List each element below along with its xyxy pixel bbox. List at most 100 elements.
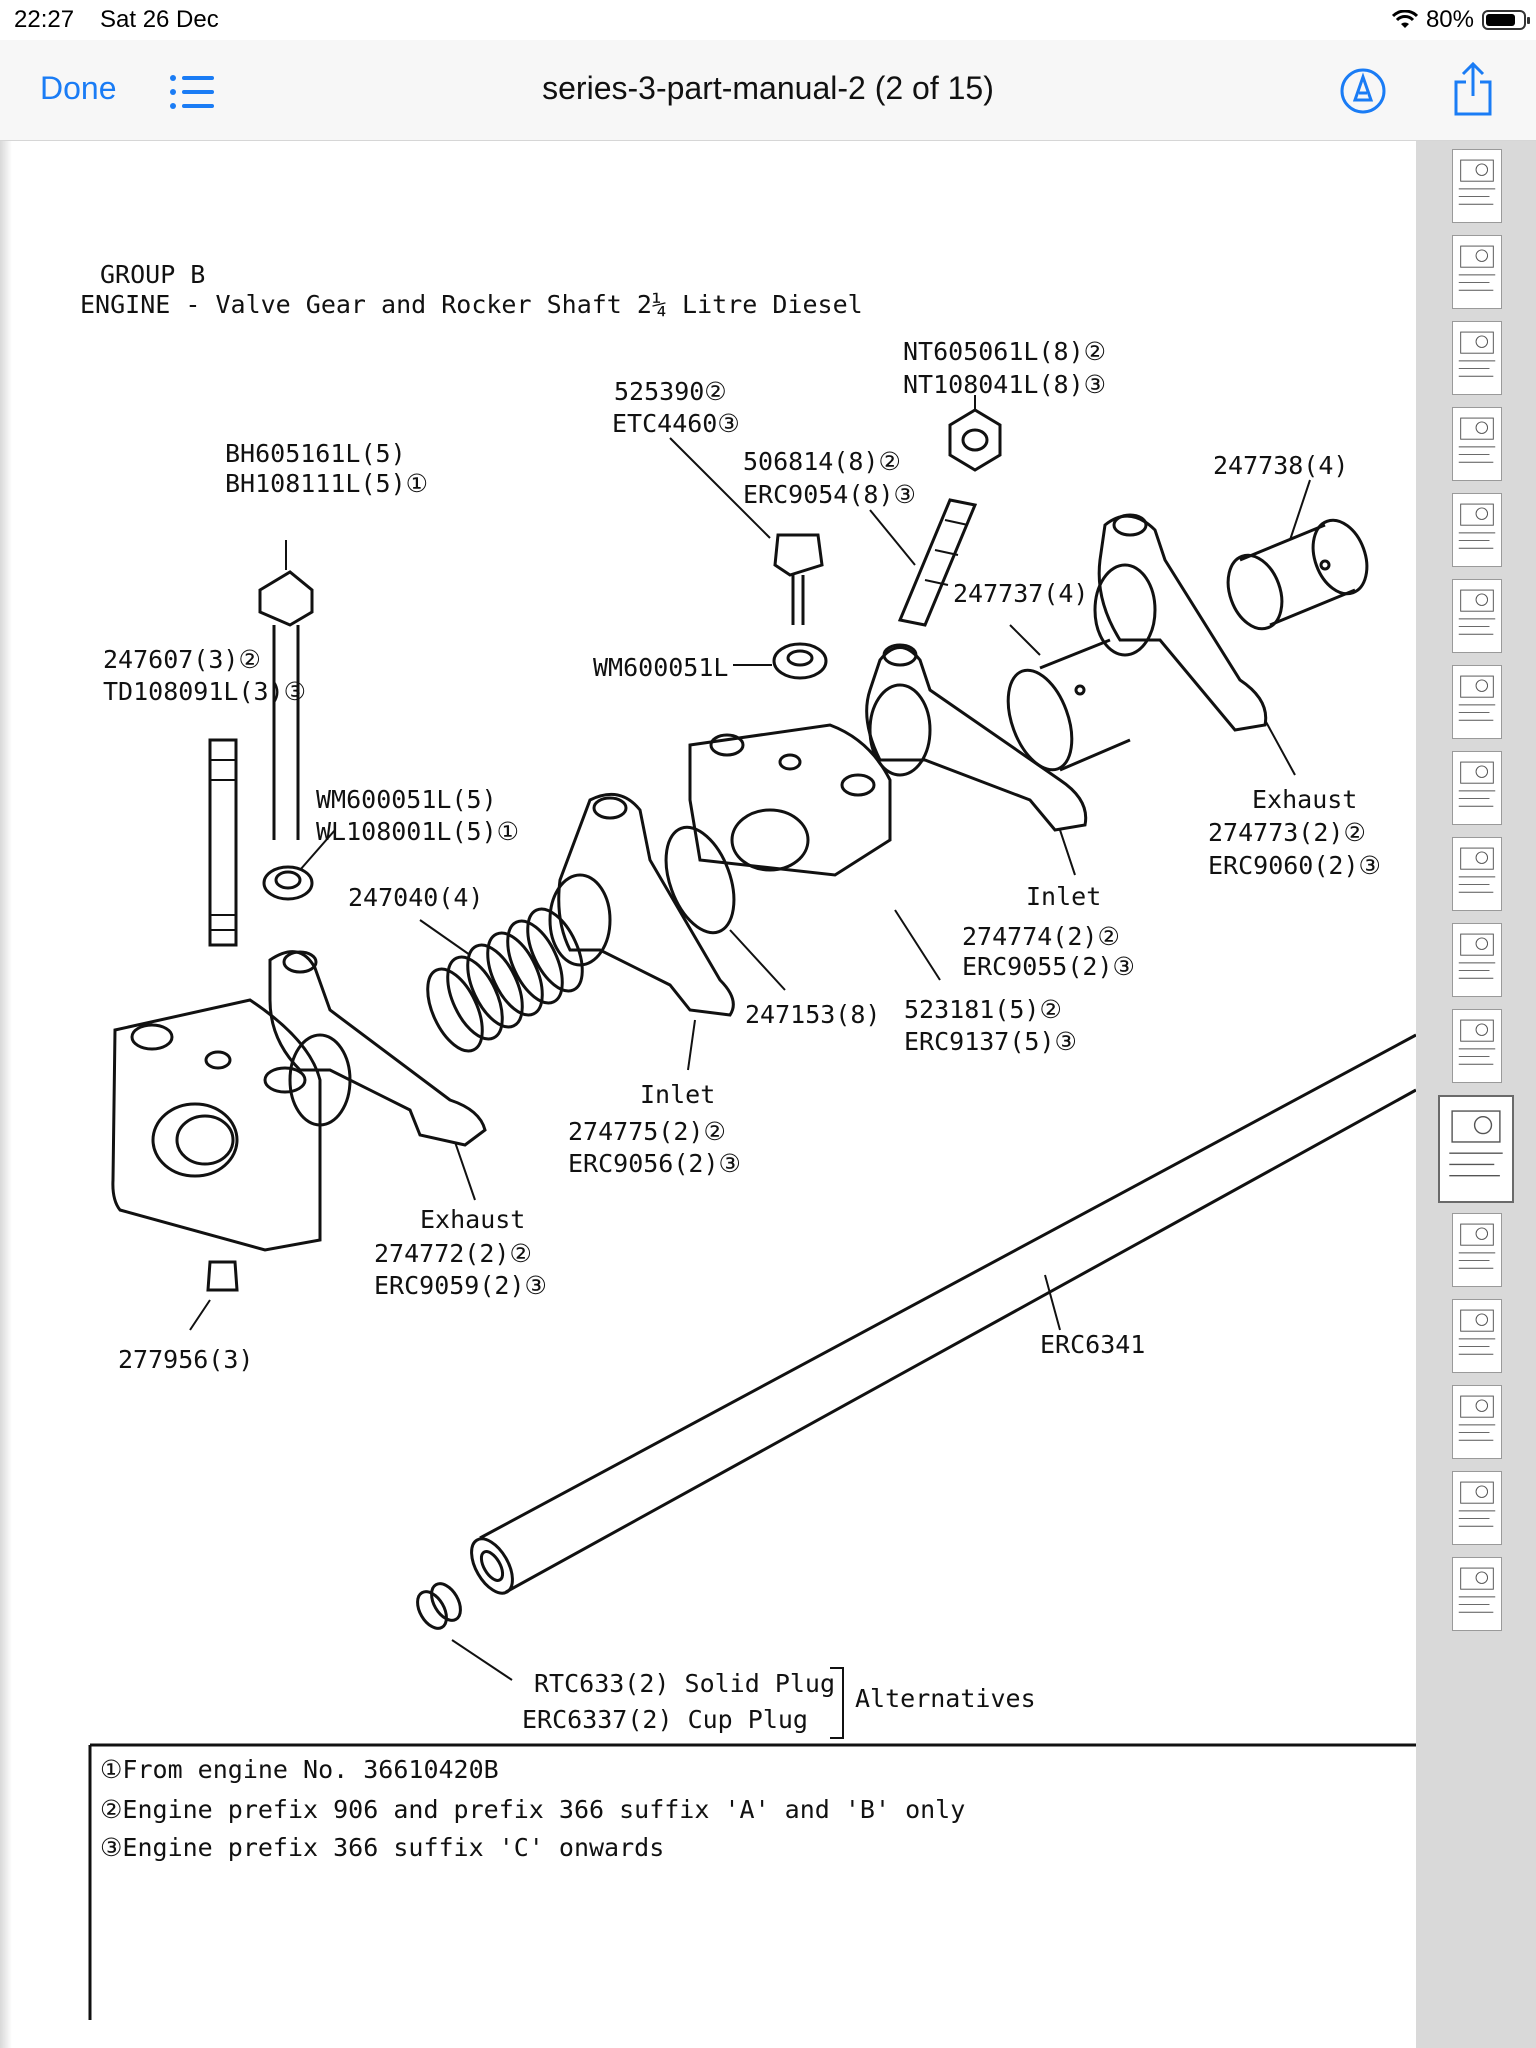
left-washer <box>262 829 336 901</box>
spacer-247737-label: 247737(4) <box>953 579 1088 608</box>
solid-plug <box>416 1582 513 1681</box>
parts-diagram: GROUP B ENGINE - Valve Gear and Rocker S… <box>80 260 1416 2020</box>
thumbnail-sketch <box>1458 1019 1496 1065</box>
status-date: Sat 26 Dec <box>100 6 219 33</box>
exhaust-right-title: Exhaust <box>1252 785 1357 814</box>
thumbnail-page[interactable] <box>1452 493 1502 567</box>
inlet-left-label-1: 274775(2)② <box>568 1117 726 1146</box>
thumbnail-sketch <box>1458 589 1496 635</box>
center-inlet-rocker <box>548 792 735 1071</box>
thumbnail-sketch <box>1458 417 1496 463</box>
list-icon[interactable] <box>168 72 216 112</box>
document-title: series-3-part-manual-2 (2 of 15) <box>542 70 994 106</box>
thumbnail-sketch <box>1458 675 1496 721</box>
inlet-left-label-2: ERC9056(2)③ <box>568 1149 741 1178</box>
center-pedestal <box>688 723 941 981</box>
thumbnail-page[interactable] <box>1452 1385 1502 1459</box>
thumbnail-sketch <box>1458 761 1496 807</box>
thumbnail-sketch <box>1458 1481 1496 1527</box>
exhaust-left-title: Exhaust <box>420 1205 525 1234</box>
alternatives-label: Alternatives <box>855 1684 1036 1713</box>
page-shadow <box>0 141 12 2048</box>
note-1: ①From engine No. 36610420B <box>100 1755 499 1784</box>
document-page[interactable]: GROUP B ENGINE - Valve Gear and Rocker S… <box>0 141 1416 2048</box>
thumbnail-page[interactable] <box>1452 1299 1502 1373</box>
inlet-right-label-1: 274774(2)② <box>962 922 1120 951</box>
nav-bar: Done series-3-part-manual-2 (2 of 15) <box>0 40 1536 141</box>
battery-icon <box>1482 10 1530 30</box>
done-button[interactable]: Done <box>40 70 117 106</box>
cup-plug-label: ERC6337(2) Cup Plug <box>522 1705 808 1734</box>
thumbnail-sketch <box>1458 331 1496 377</box>
thumbnail-page[interactable] <box>1452 751 1502 825</box>
thumbnail-page[interactable] <box>1452 837 1502 911</box>
center-washer <box>733 642 828 680</box>
thumbnail-page[interactable] <box>1452 579 1502 653</box>
adjuster-label-1: 506814(8)② <box>743 447 901 476</box>
status-time: 22:27 <box>14 6 75 33</box>
thumbnail-sketch <box>1458 1309 1496 1355</box>
group-label: GROUP B <box>100 260 205 289</box>
thumbnail-sketch <box>1458 1395 1496 1441</box>
washer-247153-label: 247153(8) <box>745 1000 880 1029</box>
spacer-247737 <box>1006 624 1131 772</box>
share-icon[interactable] <box>1448 60 1498 118</box>
note-3: ③Engine prefix 366 suffix 'C' onwards <box>100 1833 664 1862</box>
small-plug-label: 277956(3) <box>118 1345 253 1374</box>
note-2: ②Engine prefix 906 and prefix 366 suffix… <box>100 1795 965 1824</box>
adjuster-label-2: ERC9054(8)③ <box>743 480 916 509</box>
thrust-washer <box>664 825 786 991</box>
thumbnail-page[interactable] <box>1452 149 1502 223</box>
adjuster-screw <box>869 498 978 627</box>
spring-label: 247040(4) <box>348 883 483 912</box>
thumbnail-page[interactable] <box>1452 407 1502 481</box>
stud-label-2: TD108091L(3)③ <box>103 677 306 706</box>
thumbnail-page[interactable] <box>1452 1557 1502 1631</box>
inlet-left-title: Inlet <box>640 1080 715 1109</box>
bolt <box>258 540 314 840</box>
left-pedestal <box>111 998 322 1252</box>
bolt-label-2: BH108111L(5)① <box>225 469 428 498</box>
inlet-right-title: Inlet <box>1026 882 1101 911</box>
stud-label-1: 247607(3)② <box>103 645 261 674</box>
battery-percent: 80% <box>1425 6 1474 33</box>
status-right: 80% <box>1391 6 1530 34</box>
nut-label-1: NT605061L(8)② <box>903 337 1106 366</box>
locating-screw <box>669 437 824 625</box>
thumbnail-sketch <box>1458 159 1496 205</box>
right-exhaust-rocker <box>1093 513 1296 776</box>
thumbnail-page[interactable] <box>1452 235 1502 309</box>
screw-label-1: 525390② <box>614 377 727 406</box>
rocker-shaft <box>470 1033 1416 1595</box>
washer-left-label-1: WM600051L(5) <box>316 785 497 814</box>
markup-pen-icon[interactable] <box>1338 66 1388 116</box>
inlet-right-label-2: ERC9055(2)③ <box>962 952 1135 981</box>
thumbnail-page[interactable] <box>1452 665 1502 739</box>
thumbnail-page[interactable] <box>1452 1009 1502 1083</box>
battery-fill <box>1486 14 1515 26</box>
pedestal-label-2: ERC9137(5)③ <box>904 1027 1077 1056</box>
left-exhaust-rocker <box>268 950 487 1201</box>
thumbnail-page-active[interactable] <box>1438 1095 1514 1203</box>
thumbnail-page[interactable] <box>1452 321 1502 395</box>
thumbnail-rail <box>1416 141 1536 2048</box>
right-inlet-rocker <box>865 643 1088 876</box>
stud <box>208 738 238 947</box>
status-bar: 22:27 Sat 26 Dec 80% <box>0 0 1536 40</box>
pedestal-label-1: 523181(5)② <box>904 995 1062 1024</box>
nut <box>948 395 1002 472</box>
screw-label-2: ETC4460③ <box>612 409 740 438</box>
section-heading: ENGINE - Valve Gear and Rocker Shaft 2¼ … <box>80 290 863 319</box>
exhaust-right-label-1: 274773(2)② <box>1208 818 1366 847</box>
exhaust-left-label-1: 274772(2)② <box>374 1239 532 1268</box>
solid-plug-label: RTC633(2) Solid Plug <box>534 1669 835 1698</box>
thumbnail-sketch <box>1458 245 1496 291</box>
spacer-247738-label: 247738(4) <box>1213 451 1348 480</box>
thumbnail-page[interactable] <box>1452 923 1502 997</box>
thumbnail-sketch <box>1449 1110 1503 1177</box>
nut-label-2: NT108041L(8)③ <box>903 370 1106 399</box>
thumbnail-page[interactable] <box>1452 1213 1502 1287</box>
shaft-label: ERC6341 <box>1040 1330 1145 1359</box>
thumbnail-sketch <box>1458 1567 1496 1613</box>
thumbnail-page[interactable] <box>1452 1471 1502 1545</box>
